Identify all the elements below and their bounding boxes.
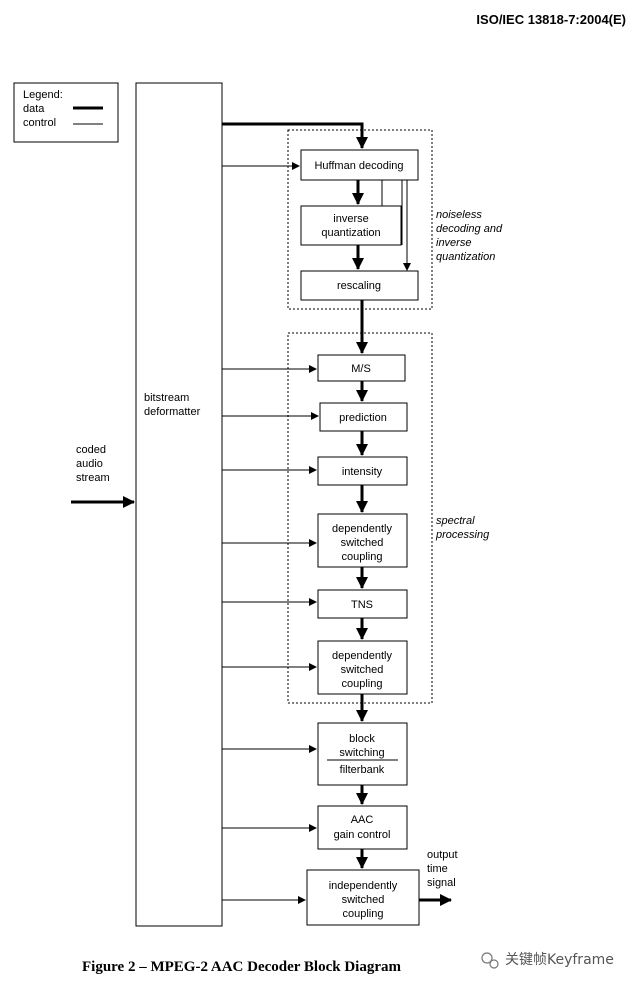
deformatter-label-1: bitstream	[144, 392, 189, 404]
huffman-decoding-block	[300, 149, 419, 181]
bitstream-deformatter-box	[135, 82, 223, 927]
noiseless-group	[287, 129, 433, 310]
coupling-a-label-2: switched	[341, 537, 384, 549]
legend-control-label: control	[23, 117, 56, 129]
rescaling-label: rescaling	[337, 280, 381, 292]
rescaling-block	[300, 270, 419, 301]
legend-title: Legend:	[23, 89, 63, 101]
data-arrow-to-huffman	[222, 122, 368, 149]
huffman-decoding-label: Huffman decoding	[314, 160, 403, 172]
watermark: 关键帧Keyframe	[481, 952, 614, 969]
spectral-label-1: spectral	[436, 515, 475, 527]
noiseless-label-3: inverse	[436, 237, 471, 249]
dependently-switched-coupling-block-2	[317, 640, 408, 695]
noiseless-label-1: noiseless	[436, 209, 482, 221]
standard-id: ISO/IEC 13818-7:2004(E)	[476, 12, 626, 27]
independently-switched-coupling-block	[306, 869, 420, 926]
ms-label: M/S	[351, 363, 371, 375]
tns-label: TNS	[351, 599, 373, 611]
intensity-block	[317, 456, 408, 486]
deformatter-label-2: deformatter	[144, 406, 201, 418]
indep-coupling-label-3: coupling	[343, 908, 384, 920]
block-switching-label-2: switching	[339, 747, 384, 759]
coupling-a-label-3: coupling	[342, 551, 383, 563]
prediction-block	[319, 402, 408, 432]
intensity-label: intensity	[342, 466, 383, 478]
inverse-quantization-block	[300, 205, 402, 246]
input-label-1: coded	[76, 444, 106, 456]
legend-box	[13, 82, 119, 143]
dependently-switched-coupling-block-1	[317, 513, 408, 568]
coupling-b-label-3: coupling	[342, 678, 383, 690]
legend-data-label: data	[23, 103, 45, 115]
coupling-b-label-1: dependently	[332, 650, 392, 662]
watermark-icon-2	[489, 959, 499, 969]
spectral-group	[287, 332, 433, 704]
block-switching-label-1: block	[349, 733, 375, 745]
aac-gain-control-block	[317, 805, 408, 850]
tns-block	[317, 589, 408, 619]
spectral-label-2: processing	[435, 529, 490, 541]
noiseless-label-4: quantization	[436, 251, 495, 263]
gain-control-label-1: AAC	[351, 814, 374, 826]
figure-caption: Figure 2 – MPEG-2 AAC Decoder Block Diag…	[82, 959, 401, 975]
noiseless-label-2: decoding and	[436, 223, 503, 235]
output-label-1: output	[427, 849, 458, 861]
inverse-quantization-label-2: quantization	[321, 227, 380, 239]
prediction-label: prediction	[339, 412, 387, 424]
indep-coupling-label-1: independently	[329, 880, 398, 892]
coupling-a-label-1: dependently	[332, 523, 392, 535]
gain-control-label-2: gain control	[334, 829, 391, 841]
inverse-quantization-label-1: inverse	[333, 213, 368, 225]
watermark-text: 关键帧Keyframe	[505, 952, 614, 968]
indep-coupling-label-2: switched	[342, 894, 385, 906]
input-label-3: stream	[76, 472, 110, 484]
output-label-2: time	[427, 863, 448, 875]
block-switching-label-3: filterbank	[340, 764, 385, 776]
legend: Legend: data control	[13, 82, 119, 143]
output-label-3: signal	[427, 877, 456, 889]
ms-block	[317, 354, 406, 382]
watermark-icon	[481, 952, 493, 964]
block-switching-filterbank-block	[317, 722, 408, 786]
input-label-2: audio	[76, 458, 103, 470]
coupling-b-label-2: switched	[341, 664, 384, 676]
